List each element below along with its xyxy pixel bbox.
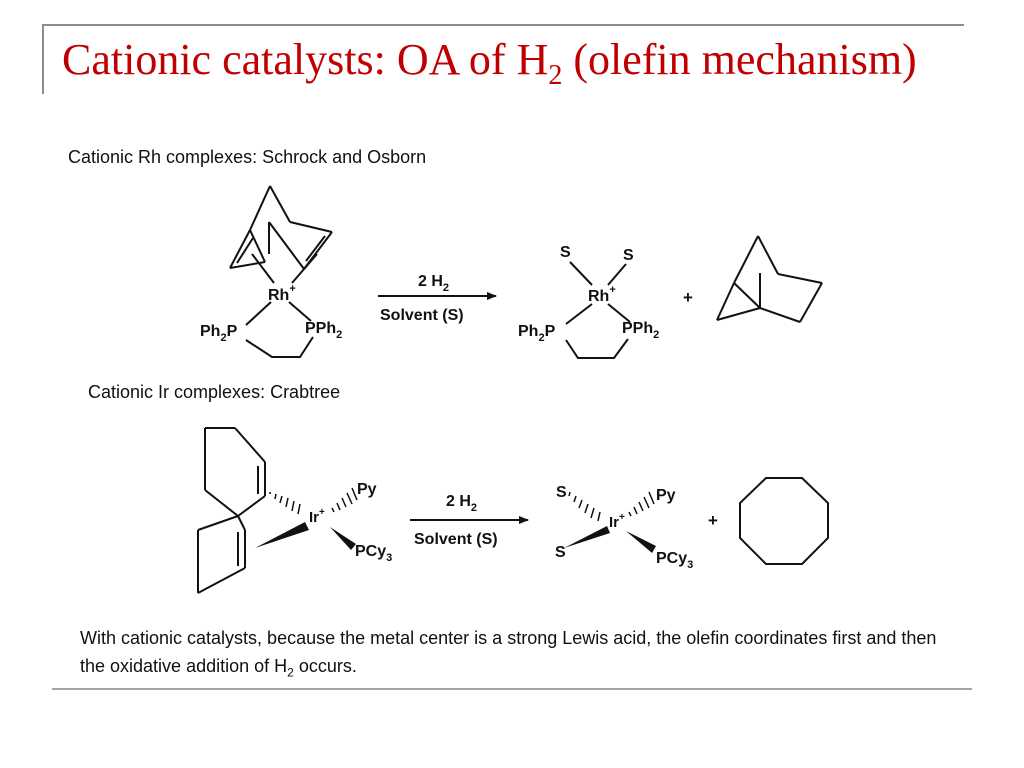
ir-product-py: Py [656, 487, 676, 504]
ir-reactant-metal: Ir+ [309, 507, 325, 526]
rh-product-ligand-left: Ph2P [518, 323, 556, 344]
rh-section-heading: Cationic Rh complexes: Schrock and Osbor… [68, 147, 427, 167]
title-rule-top [42, 24, 964, 26]
ir-reactant-py: Py [357, 481, 377, 498]
cyclooctane-ring [739, 477, 829, 565]
olefin-metal-bond [251, 253, 275, 284]
ir-reactant-wedge-bond-pcy [330, 527, 356, 550]
ir-plus-sign: + [708, 511, 718, 530]
ir-arrow-conditions: Solvent (S) [414, 531, 498, 548]
rh-arrow-reagent: 2 H2 [418, 273, 449, 294]
rh-reactant-metal: Rh+ [268, 283, 296, 304]
rh-reactant [229, 185, 333, 358]
ir-reactant-pcy: PCy3 [355, 543, 392, 564]
title-rule-left [42, 24, 44, 94]
rh-p-bond [565, 303, 593, 325]
rh-reactant-ligand-left: Ph2P [200, 323, 238, 344]
ir-product-hashed-bond-s [568, 491, 601, 522]
ir-reactant [197, 427, 266, 594]
rh-p-bond [288, 301, 312, 322]
rh-product-solvent-2: S [623, 247, 634, 264]
cyclooctadiene-ligand [197, 427, 266, 594]
rh-reactant-ligand-right: PPh2 [305, 320, 342, 341]
ir-section-heading: Cationic Ir complexes: Crabtree [88, 382, 341, 402]
rh-p-bond [245, 301, 272, 326]
ethylene-bridge [565, 338, 629, 359]
ir-arrow-reagent: 2 H2 [446, 493, 477, 514]
rh-p-bond [607, 303, 631, 323]
ir-product-solvent-1: S [556, 484, 567, 501]
ir-product-hashed-bond-py [628, 491, 655, 517]
rh-product-solvent-1: S [560, 244, 571, 261]
ir-reactant-hashed-bond-py [331, 487, 358, 513]
rh-arrow-conditions: Solvent (S) [380, 307, 464, 324]
ir-product-solvent-2: S [555, 544, 566, 561]
ir-product-wedge-bond-pcy [626, 531, 656, 553]
ethylene-bridge [245, 336, 314, 358]
ir-product-pcy: PCy3 [656, 550, 693, 571]
ir-reactant-wedge-bond-left [255, 522, 309, 548]
slide-title: Cationic catalysts: OA of H2 (olefin mec… [62, 35, 917, 91]
ir-product-metal: Ir+ [609, 512, 625, 531]
norbornane-structure [716, 235, 823, 323]
rh-product-metal: Rh+ [588, 284, 616, 305]
rh-product-ligand-right: PPh2 [622, 320, 659, 341]
olefin-metal-bond [291, 253, 318, 284]
footer-rule [52, 688, 972, 690]
ir-product-wedge-bond-s [564, 526, 610, 548]
ir-reactant-hashed-bond-left [269, 492, 301, 515]
explanation-note: With cationic catalysts, because the met… [80, 628, 937, 680]
norbornadiene-ligand [229, 185, 333, 270]
rh-s-bond [607, 263, 627, 286]
rh-s-bond [569, 261, 593, 286]
rh-product [565, 261, 631, 359]
rh-plus-sign: + [683, 288, 693, 307]
